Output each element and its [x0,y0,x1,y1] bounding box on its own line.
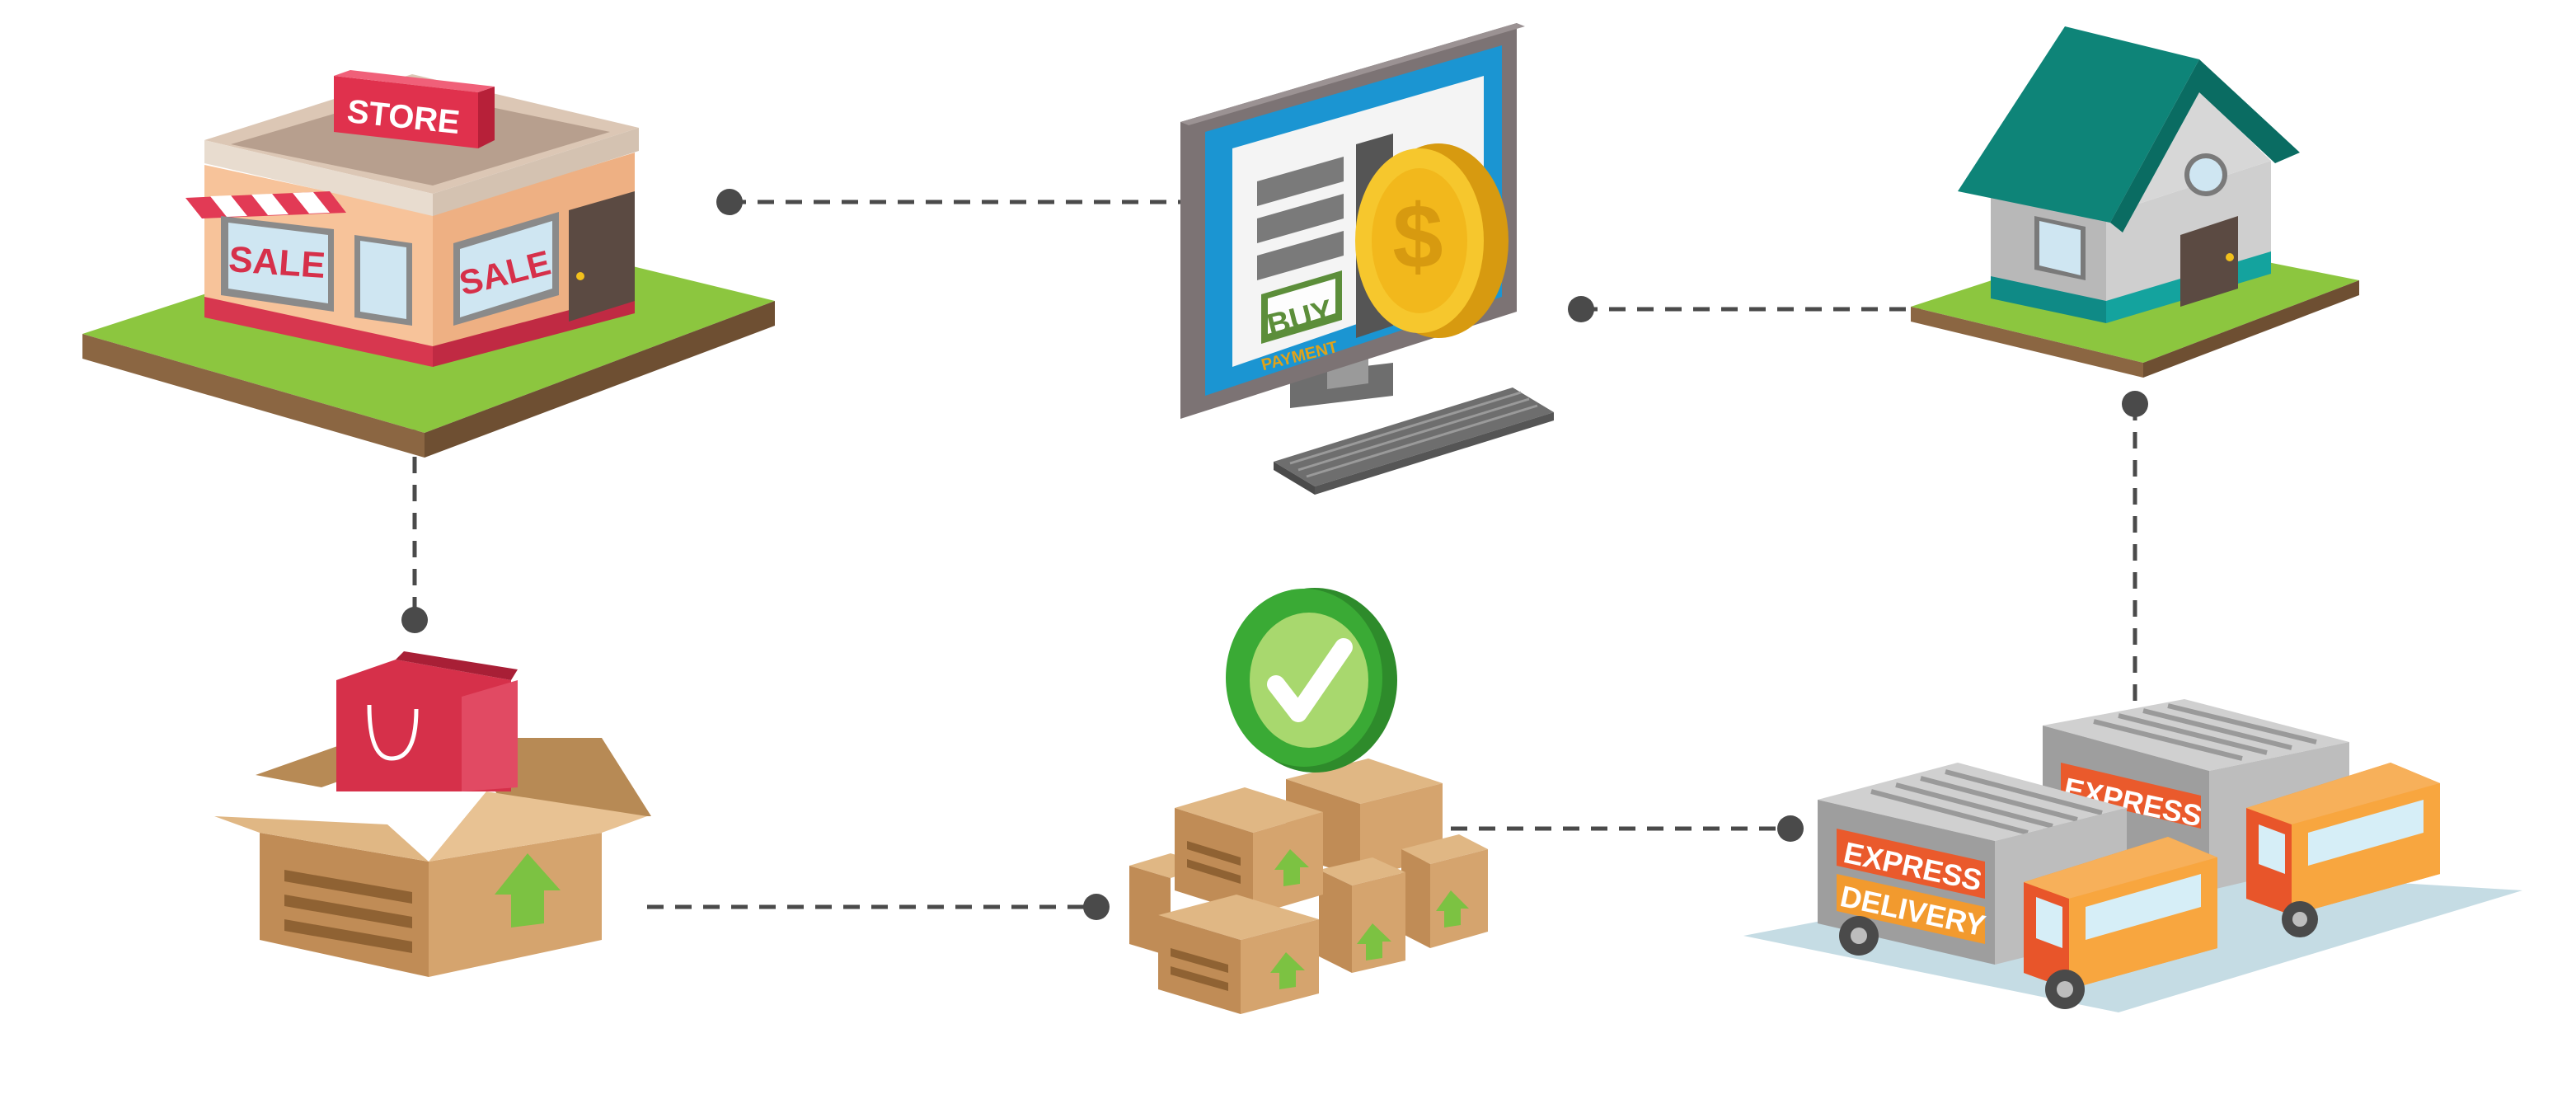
arrow-up-icon [495,853,561,928]
front-truck: EXPRESS DELIVERY [1818,763,2217,1009]
delivery-trucks-icon: EXPRESS E [1743,699,2522,1012]
store-window-left-label: SALE [228,239,326,286]
connector-lines [412,200,2137,909]
coin-icon: $ [1355,143,1509,338]
coin-symbol: $ [1392,186,1443,288]
packages-icon [1129,588,1488,1014]
connector-dot [1083,894,1110,920]
computer-icon: BUY PAYMENT $ [1180,23,1554,495]
connector-dot [1568,296,1594,322]
connector-dot [2122,391,2148,417]
connector-dot [1777,815,1804,842]
shopping-box-icon [214,651,651,977]
connector-dots [401,189,2148,920]
check-icon [1226,588,1397,773]
connector-dot [716,189,743,215]
connector-dot [401,607,428,633]
bag-icon [336,651,518,791]
house-icon [1911,26,2359,378]
store-icon: SALE SALE STORE [82,70,775,458]
